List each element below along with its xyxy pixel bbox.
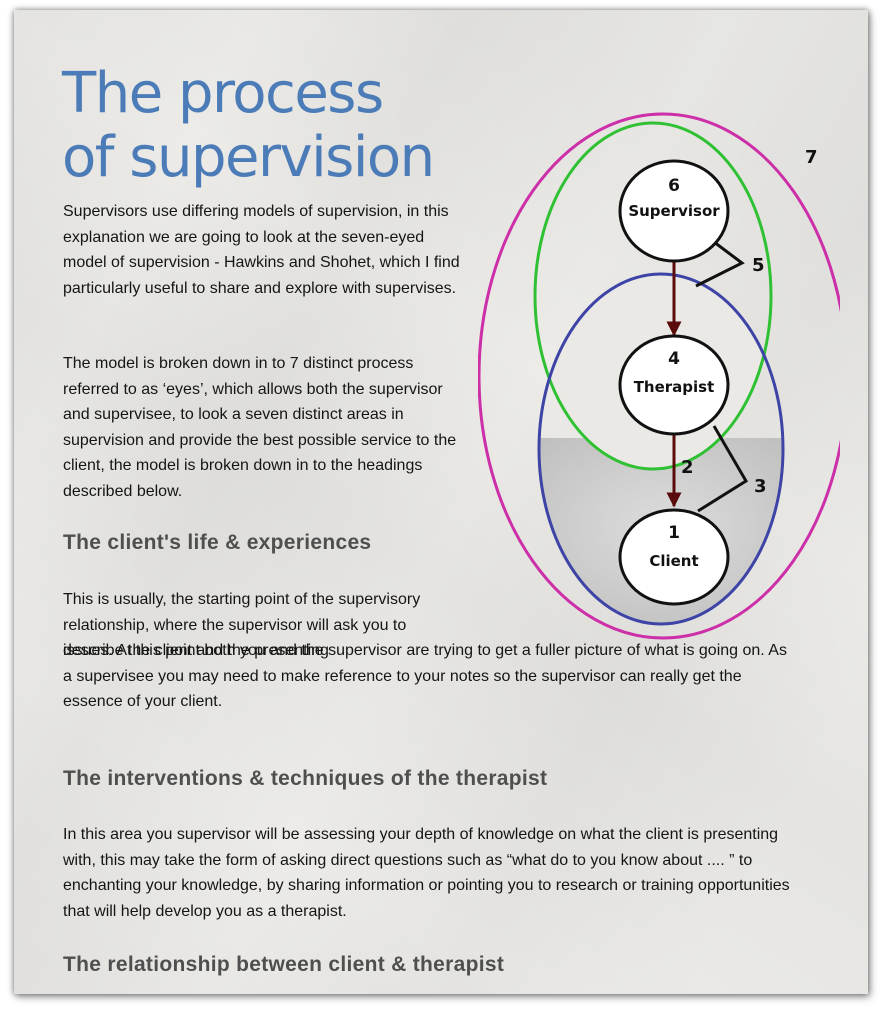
eye-3-line bbox=[697, 425, 749, 513]
green-ellipse bbox=[533, 121, 773, 471]
intro-paragraph-1: Supervisors use differing models of supe… bbox=[63, 203, 460, 297]
eye-3-label: 3 bbox=[754, 476, 767, 497]
section-client-life-text-2: issues. At this point both you and the s… bbox=[63, 642, 787, 710]
title-line-2: of supervision bbox=[62, 125, 435, 190]
section-client-life-text-1: This is usually, the starting point of t… bbox=[63, 591, 421, 659]
eye-5-line bbox=[695, 240, 745, 288]
node-supervisor-number: 6 bbox=[668, 176, 680, 196]
node-client-label: Client bbox=[649, 552, 698, 570]
page-title: The process of supervision bbox=[62, 61, 435, 190]
node-client: 1 Client bbox=[618, 508, 730, 606]
title-line-1: The process bbox=[62, 61, 384, 126]
section-heading-relationship: The relationship between client & therap… bbox=[63, 953, 505, 976]
section-interventions-text: In this area you supervisor will be asse… bbox=[63, 826, 790, 920]
node-supervisor-label: Supervisor bbox=[628, 202, 720, 220]
outer-ellipse-eye-7 bbox=[478, 112, 840, 640]
node-client-number: 1 bbox=[668, 523, 680, 543]
node-therapist: 4 Therapist bbox=[618, 334, 730, 436]
seven-eyed-model-diagram: 6 Supervisor 4 Therapist 1 Client 7 5 2 … bbox=[478, 112, 840, 640]
intro-paragraph-2: The model is broken down in to 7 distinc… bbox=[63, 355, 457, 500]
section-heading-interventions: The interventions & techniques of the th… bbox=[63, 767, 548, 790]
section-heading-client-life: The client's life & experiences bbox=[63, 531, 372, 554]
eye-5-label: 5 bbox=[752, 255, 765, 276]
blue-ellipse bbox=[537, 272, 785, 626]
paper-background: The process of supervision Supervisors u… bbox=[14, 10, 868, 994]
eye-2-label: 2 bbox=[681, 457, 694, 478]
node-therapist-number: 4 bbox=[668, 349, 680, 369]
node-therapist-label: Therapist bbox=[634, 378, 715, 396]
eye-7-label: 7 bbox=[805, 147, 818, 168]
node-supervisor: 6 Supervisor bbox=[618, 159, 730, 263]
